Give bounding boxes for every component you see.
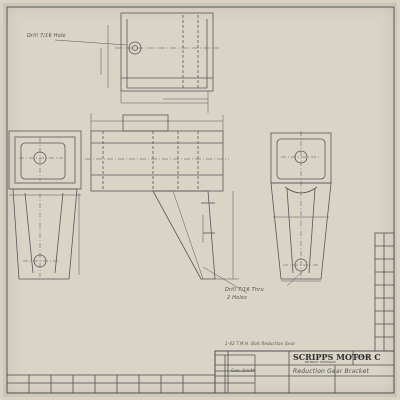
title-block-frame xyxy=(6,232,395,394)
company-address: DETROIT, MICHIGAN xyxy=(305,360,336,364)
top-view xyxy=(54,12,219,113)
technical-drawing xyxy=(6,6,395,394)
drawing-border xyxy=(6,6,395,394)
left-end-view xyxy=(6,130,82,280)
right-end-view xyxy=(270,131,332,287)
revision-note: 1-42 T.M.H. Bolt Reduction Gear xyxy=(225,341,296,346)
company-name: SCRIPPS MOTOR C xyxy=(293,352,381,362)
checked-by: Geo. Smith xyxy=(231,368,256,373)
drawing-number: 2-4-42 xyxy=(356,354,371,359)
drill-hole-note: Drill 7/16 Hole xyxy=(27,33,66,39)
drill-thru-note: Drill 7/16 Thru xyxy=(225,287,264,293)
front-view xyxy=(85,113,239,280)
drawing-sheet: Drill 7/16 Hole Drill 7/16 Thru 2 Holes … xyxy=(3,3,397,397)
drawing-title: Reduction Gear Bracket xyxy=(293,368,370,375)
drill-thru-sub-note: 2 Holes xyxy=(227,295,248,301)
